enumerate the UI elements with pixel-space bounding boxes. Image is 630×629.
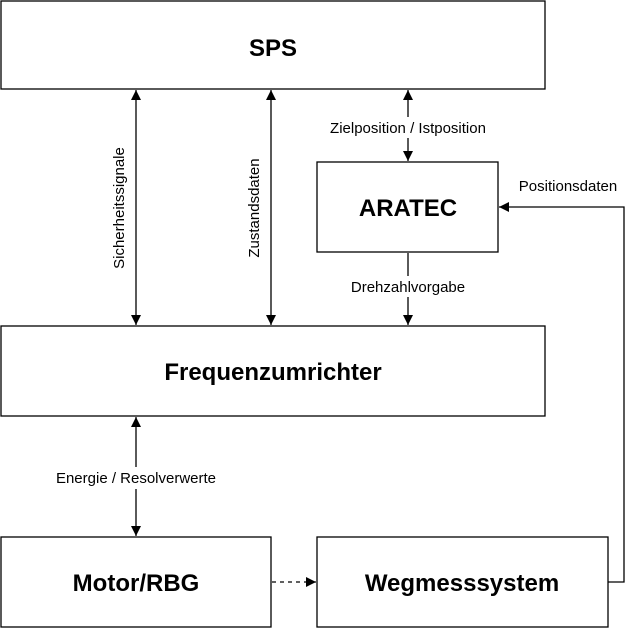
wegmesssystem-block: Wegmesssystem (316, 536, 609, 628)
aratec-block: ARATEC (316, 161, 499, 253)
drehzahlvorgabe-label-bg (330, 276, 486, 297)
positionsdaten-arrow (499, 202, 625, 583)
frequenzumrichter-block: Frequenzumrichter (0, 325, 546, 417)
zielposition-label: Zielposition / Istposition (330, 120, 486, 137)
motor-label: Motor/RBG (73, 570, 200, 597)
sps-block: SPS (0, 0, 546, 90)
zustandsdaten-label: Zustandsdaten (246, 158, 263, 257)
sicherheitssignale-label: Sicherheitssignale (111, 147, 128, 269)
frequenzumrichter-label: Frequenzumrichter (164, 359, 381, 386)
wegmesssystem-label: Wegmesssystem (365, 570, 559, 597)
motor-block: Motor/RBG (0, 536, 272, 628)
energie-label: Energie / Resolverwerte (56, 470, 216, 487)
positionsdaten-label: Positionsdaten (519, 178, 617, 195)
drehzahlvorgabe-label: Drehzahlvorgabe (351, 279, 465, 296)
zielposition-label-bg (306, 117, 510, 138)
aratec-label: ARATEC (359, 195, 457, 222)
energie-label-bg (36, 467, 236, 489)
sps-label: SPS (249, 35, 297, 62)
